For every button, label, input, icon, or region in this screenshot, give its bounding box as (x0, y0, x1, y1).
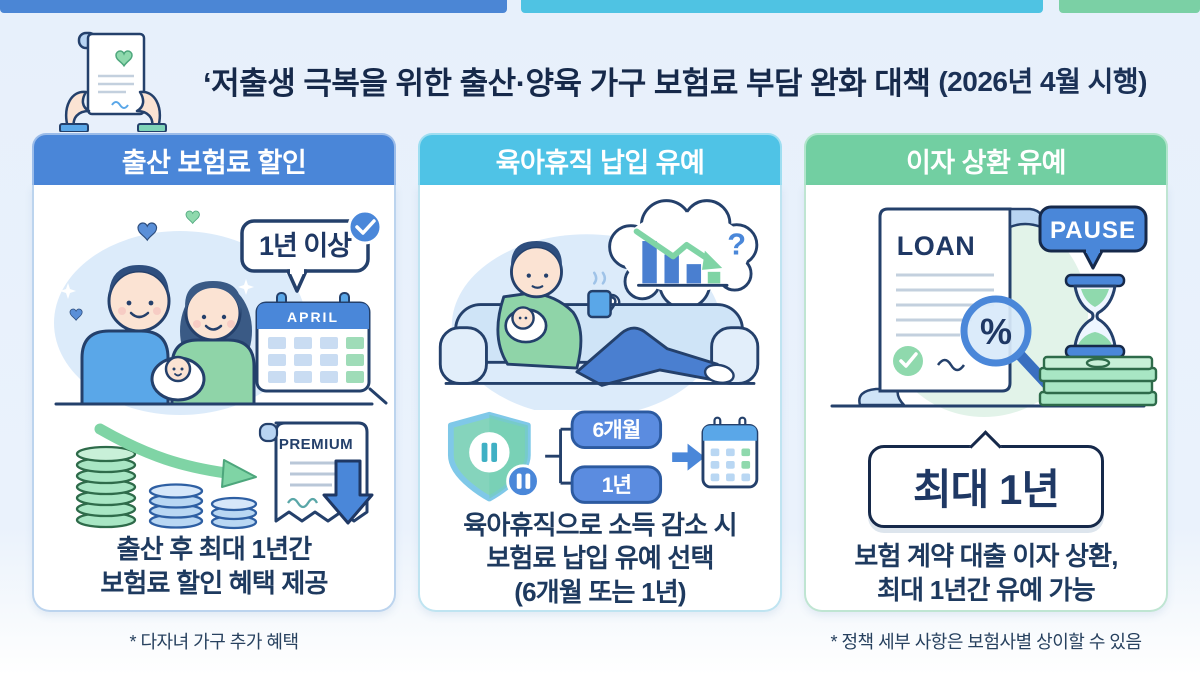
card3-header: 이자 상환 유예 (804, 133, 1168, 185)
heart-icon (69, 308, 83, 321)
page-title-suffix: (2026년 4월 시행) (938, 66, 1147, 97)
option-1year-button: 1년 (570, 465, 663, 505)
column-interest-deferral: 이자 상환 유예 LOAN (804, 133, 1168, 654)
premium-discount-icon: PREMIUM (75, 421, 374, 530)
parent-with-baby-icon (496, 241, 735, 387)
sofa-parent-illustration-icon: ? (438, 199, 760, 411)
card3-desc-line1: 보험 계약 대출 이자 상환, (854, 541, 1118, 571)
heart-icon (185, 210, 200, 225)
svg-text:PREMIUM: PREMIUM (279, 436, 353, 453)
family-illustration-icon: 1년 이상 APRIL (54, 209, 388, 415)
card2-desc-line3: (6개월 또는 1년) (514, 577, 686, 608)
decline-arrow-icon (94, 423, 257, 488)
coin-stacks-icon (75, 445, 258, 530)
loan-pause-illustration-icon: LOAN (830, 205, 1158, 417)
card3-footnote: * 정책 세부 사항은 보험사별 상이할 수 있음 (830, 632, 1142, 652)
svg-text:APRIL: APRIL (287, 309, 339, 325)
card1-description: 출산 후 최대 1년간 보험료 할인 혜택 제공 (100, 533, 328, 601)
top-strip-green (1059, 0, 1200, 13)
card-interest-deferral: 이자 상환 유예 LOAN (804, 133, 1168, 612)
max-one-year-badge: 최대 1년 (868, 430, 1104, 528)
svg-text:1년: 1년 (602, 473, 631, 497)
svg-text:1년 이상: 1년 이상 (259, 231, 352, 261)
hands-holding-document-icon (52, 28, 174, 137)
card2-desc-line2: 보험료 납입 유예 선택 (486, 543, 714, 574)
money-stack-icon (1038, 355, 1158, 407)
card2-description: 육아휴직으로 소득 감소 시 보험료 납입 유예 선택 (6개월 또는 1년) (463, 509, 737, 610)
check-circle-icon (347, 209, 383, 245)
card3-body: LOAN (804, 185, 1168, 612)
mini-calendar-icon (701, 416, 759, 489)
hourglass-icon (1064, 273, 1126, 359)
svg-text:LOAN: LOAN (897, 231, 976, 261)
down-arrow-icon (322, 459, 374, 525)
card1-body: 1년 이상 APRIL (32, 185, 396, 612)
card1-desc-line2: 보험료 할인 혜택 제공 (100, 567, 328, 598)
card-birth-discount: 출산 보험료 할인 (32, 133, 396, 612)
card3-description: 보험 계약 대출 이자 상환, 최대 1년간 유예 가능 (854, 540, 1118, 608)
pause-options-icon: 6개월 1년 (447, 410, 759, 505)
top-strip-blue (0, 0, 507, 13)
one-year-bubble-icon: 1년 이상 (240, 209, 383, 293)
april-calendar-icon: APRIL (255, 292, 388, 405)
option-6months-button: 6개월 (570, 410, 663, 450)
svg-text:%: % (980, 311, 1012, 352)
right-arrow-icon (672, 444, 705, 472)
card2-body: ? (418, 185, 782, 612)
card-leave-deferral: 육아휴직 납입 유예 (418, 133, 782, 612)
card3-desc-line2: 최대 1년간 유예 가능 (877, 574, 1096, 605)
column-birth-discount: 출산 보험료 할인 (32, 133, 396, 654)
card2-header: 육아휴직 납입 유예 (418, 133, 782, 185)
pause-bubble-icon: PAUSE (1038, 205, 1148, 270)
card2-desc-line1: 육아휴직으로 소득 감소 시 (463, 509, 737, 540)
svg-text:PAUSE: PAUSE (1050, 217, 1136, 244)
title-row: ‘저출생 극복을 위한 출산·양육 가구 보험료 부담 완화 대책 (2026년… (0, 28, 1200, 133)
card1-footnote: * 다자녀 가구 추가 혜택 (129, 632, 299, 652)
cards-row: 출산 보험료 할인 (32, 133, 1168, 654)
card1-desc-line1: 출산 후 최대 1년간 (116, 534, 313, 564)
thought-bubble-icon: ? (592, 199, 759, 322)
heart-icon (137, 222, 158, 242)
page-title: ‘저출생 극복을 위한 출산·양육 가구 보험료 부담 완화 대책 (2026년… (170, 28, 1180, 132)
mug-icon (587, 271, 617, 319)
svg-text:6개월: 6개월 (592, 418, 640, 442)
page-title-main: ‘저출생 극복을 위한 출산·양육 가구 보험료 부담 완화 대책 (203, 65, 931, 101)
card1-header: 출산 보험료 할인 (32, 133, 396, 185)
svg-text:?: ? (727, 227, 746, 262)
pause-shield-icon (447, 412, 540, 502)
top-strip-cyan (521, 0, 1043, 13)
column-leave-deferral: 육아휴직 납입 유예 (418, 133, 782, 654)
